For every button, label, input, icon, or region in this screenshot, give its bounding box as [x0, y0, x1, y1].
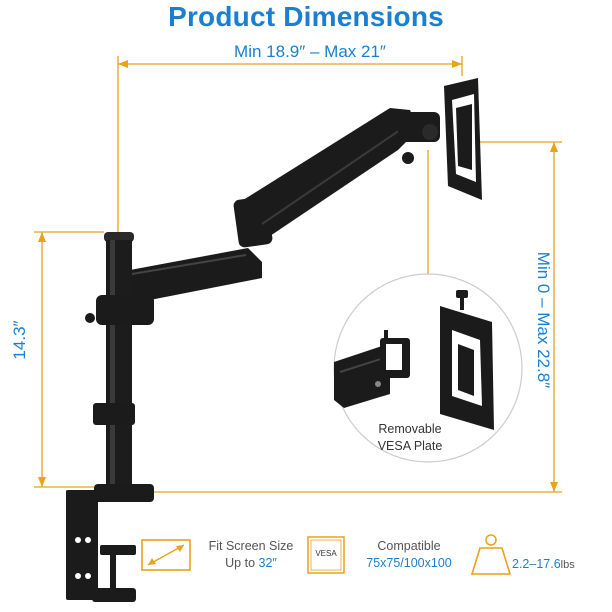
weight-feature: 2.2–17.6lbs — [512, 556, 608, 574]
vesa-feature: Compatible 75x75/100x100 — [350, 538, 468, 572]
screen-size-icon — [141, 539, 191, 571]
vesa-icon — [307, 536, 345, 574]
vertical-range-label: Min 0 – Max 22.8″ — [534, 251, 553, 389]
vesa-plate-label: Removable VESA Plate — [360, 421, 460, 455]
callout-line-1: Removable — [378, 422, 442, 436]
vesa-line-1: Compatible — [377, 539, 441, 553]
screen-size-feature: Fit Screen Size Up to 32″ — [196, 538, 306, 572]
monitor-arm — [66, 78, 482, 602]
weight-value: 2.2–17.6 — [512, 557, 561, 571]
width-dimension-label: Min 18.9″ – Max 21″ — [234, 42, 386, 61]
callout-line-2: VESA Plate — [377, 439, 443, 453]
vesa-icon-label: VESA — [315, 549, 337, 558]
screen-size-line-2: Up to 32″ — [196, 555, 306, 572]
vesa-line-2: 75x75/100x100 — [366, 556, 452, 570]
screen-size-line-1: Fit Screen Size — [208, 539, 294, 553]
screen-size-value: 32″ — [258, 556, 277, 570]
page-title: Product Dimensions — [168, 1, 444, 32]
screen-size-prefix: Up to — [225, 556, 259, 570]
vesa-callout — [333, 273, 523, 463]
weight-unit: lbs — [560, 559, 575, 571]
dimension-arrows — [38, 60, 558, 492]
height-dimension-label: 14.3″ — [10, 320, 29, 360]
weight-icon — [470, 534, 512, 575]
